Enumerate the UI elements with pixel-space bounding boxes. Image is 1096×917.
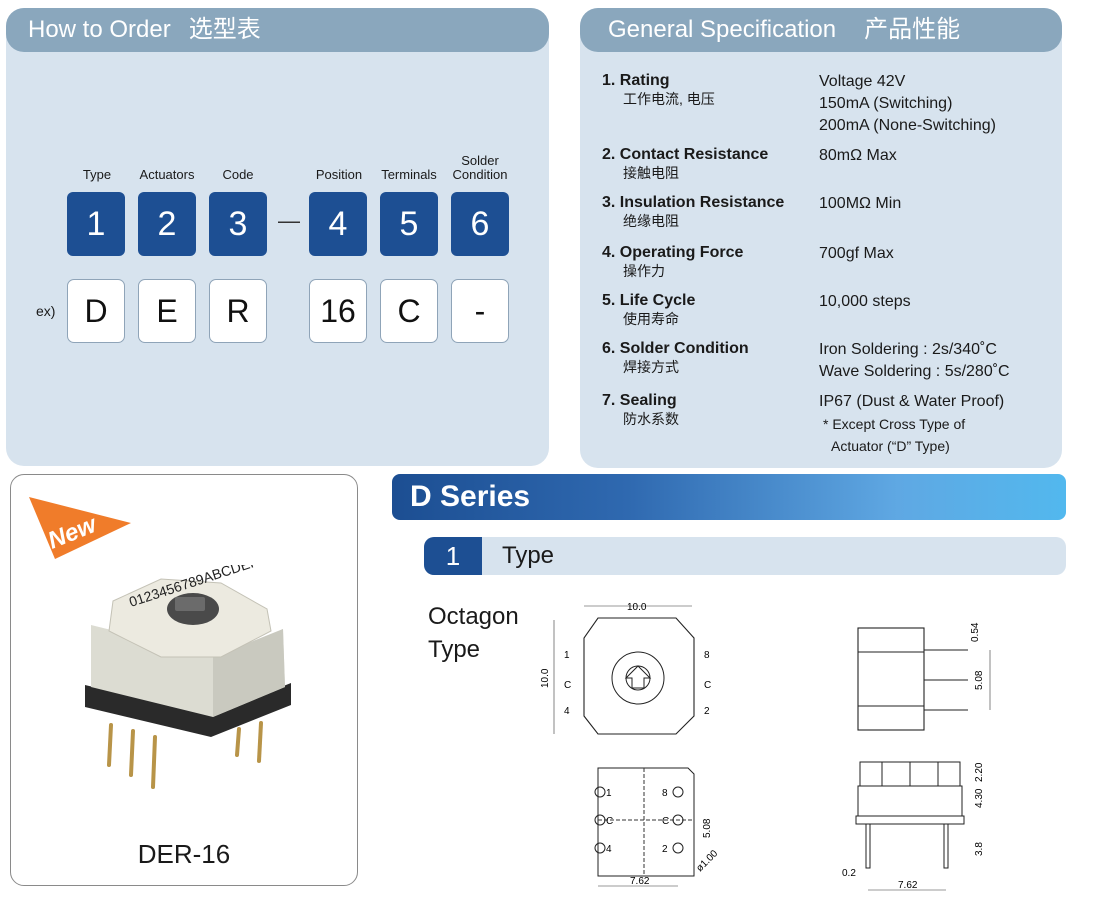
spec-values: IP67 (Dust & Water Proof) * Except Cross… <box>819 391 1004 457</box>
pin-label-left-1: 1 <box>564 650 570 661</box>
type-section-number: 1 <box>424 537 482 575</box>
order-label-type: Type <box>82 167 112 182</box>
pin-label-right-2: 2 <box>704 706 710 717</box>
order-label-position: Position <box>315 167 363 182</box>
rotary-switch-photo: 0123456789ABCDEF <box>85 565 291 789</box>
spec-value: Iron Soldering : 2s/340˚C <box>819 341 997 358</box>
dim-pitch2: 5.08 <box>702 818 713 838</box>
order-code-box-2: 2 <box>138 192 196 256</box>
spec-name-zh: 绝缘电阻 <box>623 213 679 229</box>
order-code-box-3: 3 <box>209 192 267 256</box>
spec-name: 7. Sealing <box>602 392 677 409</box>
dim-pin-thick: 0.54 <box>970 622 981 642</box>
example-box-4: 16 <box>309 279 367 343</box>
spec-note: Actuator (“D” Type) <box>831 438 950 454</box>
spec-values: Voltage 42V 150mA (Switching) 200mA (Non… <box>819 71 996 137</box>
pcb-label-left-c: C <box>606 816 613 827</box>
dim-width: 10.0 <box>627 602 647 613</box>
spec-name: 2. Contact Resistance <box>602 146 769 163</box>
d-series-banner: D Series <box>392 474 1066 520</box>
example-label: ex) <box>36 303 56 319</box>
pin-label-left-c: C <box>564 680 571 691</box>
order-dash: — <box>278 208 300 233</box>
order-code-box-5: 5 <box>380 192 438 256</box>
drawing-top-view: 10.0 10.0 1 C 4 8 C 2 <box>540 602 711 735</box>
spec-value: 700gf Max <box>819 245 894 262</box>
pin-label-left-4: 4 <box>564 706 570 717</box>
how-to-order-title-zh: 选型表 <box>188 16 261 43</box>
pcb-label-right-2: 2 <box>662 844 668 855</box>
order-label-actuators: Actuators <box>139 167 195 182</box>
dim-pin-len: 3.8 <box>974 842 985 856</box>
type-section-title: Type <box>502 542 555 569</box>
spec-value: 100MΩ Min <box>819 195 902 212</box>
pcb-label-left-1: 1 <box>606 788 612 799</box>
order-code-box-6: 6 <box>451 192 509 256</box>
spec-note: * Except Cross Type of <box>823 416 966 432</box>
spec-value: Voltage 42V <box>819 73 906 90</box>
spec-name: 1. Rating <box>602 72 670 89</box>
dim-row-pitch: 7.62 <box>898 880 918 891</box>
drawing-pcb-layout: 1 C 4 8 C 2 5.08 ø1.00 7.62 <box>594 767 721 887</box>
spec-name: 6. Solder Condition <box>602 340 749 357</box>
example-box-2: E <box>138 279 196 343</box>
pcb-label-right-c: C <box>662 816 669 827</box>
spec-name: 3. Insulation Resistance <box>602 194 785 211</box>
general-spec-panel: General Specification 产品性能 <box>580 8 1062 468</box>
spec-values: 100MΩ Min <box>819 193 901 215</box>
spec-name-zh: 工作电流, 电压 <box>623 91 715 107</box>
spec-name-zh: 使用寿命 <box>623 311 679 327</box>
spec-values: 80mΩ Max <box>819 145 897 167</box>
spec-value: 200mA (None-Switching) <box>819 117 996 134</box>
general-spec-title: General Specification <box>608 16 837 43</box>
octagon-type-label-line1: Octagon <box>428 603 519 630</box>
type-section-bar <box>424 537 1066 575</box>
order-label-solder-condition: Solder Condition <box>452 153 508 182</box>
spec-values: 10,000 steps <box>819 291 911 313</box>
pin-label-right-c: C <box>704 680 711 691</box>
spec-values: 700gf Max <box>819 243 894 265</box>
order-label-terminals: Terminals <box>381 167 437 182</box>
how-to-order-title: How to Order <box>28 16 171 43</box>
order-code-box-4: 4 <box>309 192 367 256</box>
spec-value: IP67 (Dust & Water Proof) <box>819 393 1005 410</box>
how-to-order-header: How to Order 选型表 <box>6 8 549 52</box>
pin-label-right-8: 8 <box>704 650 710 661</box>
octagon-type-label-line2: Type <box>428 636 481 663</box>
spec-name-zh: 操作力 <box>623 263 665 279</box>
spec-value: Wave Soldering : 5s/280˚C <box>819 363 1010 380</box>
spec-values: Iron Soldering : 2s/340˚C Wave Soldering… <box>819 339 1010 383</box>
product-name: DER-16 <box>137 839 231 869</box>
spec-name-zh: 接触电阻 <box>623 165 679 181</box>
dim-hole: ø1.00 <box>694 848 720 874</box>
product-photo-frame: New 0123456789ABCDEF DER-16 <box>10 474 358 886</box>
example-box-3: R <box>209 279 267 343</box>
dim-pin-pitch: 5.08 <box>974 670 985 690</box>
dim-top: 2.20 <box>974 762 985 782</box>
example-box-6: - <box>451 279 509 343</box>
spec-name-zh: 焊接方式 <box>623 359 679 375</box>
order-code-box-1: 1 <box>67 192 125 256</box>
spec-value: 10,000 steps <box>819 293 911 310</box>
spec-name-zh: 防水系数 <box>623 411 679 427</box>
general-spec-header: General Specification 产品性能 <box>580 8 1062 52</box>
spec-name: 5. Life Cycle <box>602 292 696 309</box>
drawing-side-view: 5.08 0.54 <box>857 622 991 731</box>
dim-pin-w: 0.2 <box>842 868 856 879</box>
example-box-1: D <box>67 279 125 343</box>
dim-body: 4.30 <box>974 788 985 808</box>
spec-name: 4. Operating Force <box>602 244 744 261</box>
spec-value: 80mΩ Max <box>819 147 897 164</box>
pcb-label-left-4: 4 <box>606 844 612 855</box>
example-box-5: C <box>380 279 438 343</box>
general-spec-title-zh: 产品性能 <box>864 16 961 43</box>
order-label-code: Code <box>222 167 254 182</box>
spec-value: 150mA (Switching) <box>819 95 953 112</box>
dim-height: 10.0 <box>540 668 551 688</box>
drawing-front-view: 2.20 4.30 3.8 0.2 7.62 <box>842 761 985 891</box>
octagon-type-label: Octagon Type <box>428 600 519 666</box>
new-badge: New <box>29 497 131 559</box>
pcb-label-right-8: 8 <box>662 788 668 799</box>
dim-row2: 7.62 <box>630 876 650 887</box>
